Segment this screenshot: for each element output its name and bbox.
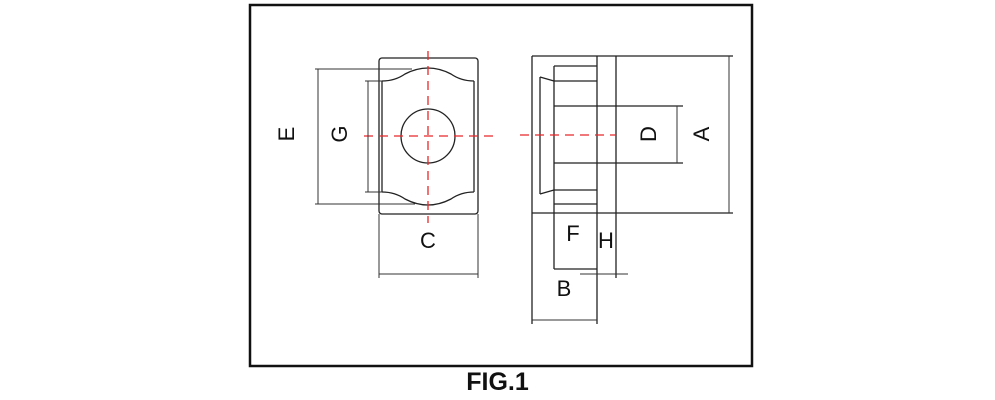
label-h: H	[598, 228, 614, 253]
label-c: C	[420, 228, 436, 253]
label-a: A	[689, 126, 714, 141]
figure-caption: FIG.1	[466, 368, 529, 396]
label-f: F	[566, 221, 579, 246]
drawing-frame	[248, 3, 754, 368]
label-g: G	[327, 125, 352, 142]
label-d: D	[636, 126, 661, 142]
front-view	[315, 51, 495, 278]
label-b: B	[557, 276, 572, 301]
side-view	[520, 55, 733, 324]
label-e: E	[274, 127, 299, 142]
